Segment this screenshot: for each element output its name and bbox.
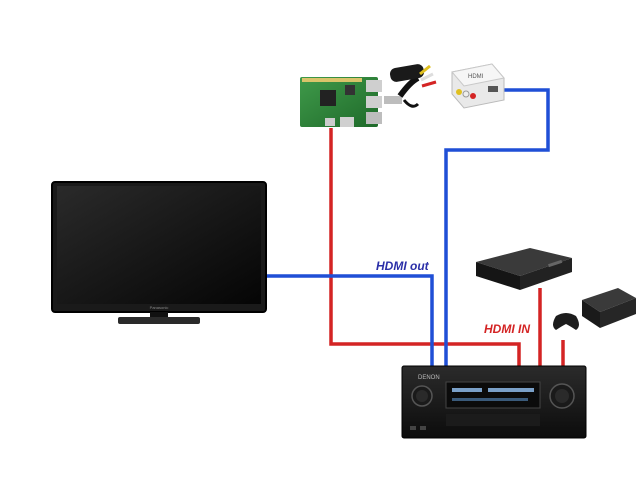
hdmi-in-cables: [329, 128, 565, 370]
av-receiver-icon: DENON: [401, 365, 587, 439]
controller-icon: [553, 313, 579, 330]
raspberry-pi-icon: [300, 77, 382, 127]
hdmi-out-cables: [263, 88, 550, 368]
tv-brand-mark: Panasonic: [150, 305, 169, 310]
hdmi-in-label: HDMI IN: [484, 322, 530, 336]
converter-brand-mark: HDMI: [468, 74, 484, 80]
hdmi-out-label: HDMI out: [376, 259, 430, 273]
converter-to-receiver-cable: [444, 88, 550, 368]
game-console-icon: [582, 288, 636, 328]
set-top-box-icon: [476, 248, 572, 290]
av-to-hdmi-converter-icon: HDMI: [451, 63, 505, 109]
receiver-brand-mark: DENON: [418, 375, 440, 381]
usb-capture-adapter-icon: [384, 64, 437, 108]
pi-to-receiver-cable: [329, 128, 521, 366]
tv-to-receiver-cable: [263, 274, 434, 368]
tv-icon: Panasonic: [51, 181, 267, 324]
